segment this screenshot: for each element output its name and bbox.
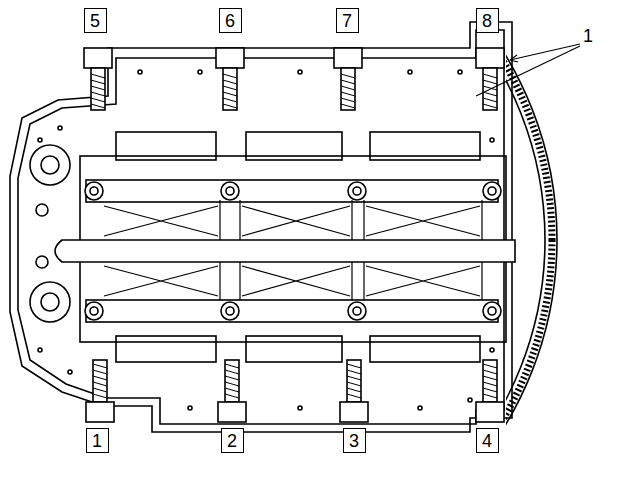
sequence-number: 4 <box>482 431 492 451</box>
cap-bolts <box>85 182 501 320</box>
top-bolts <box>84 48 504 110</box>
sequence-box: 8 <box>476 8 499 33</box>
sequence-number: 6 <box>225 11 235 31</box>
left-bosses <box>30 145 70 322</box>
sequence-box: 7 <box>336 8 359 33</box>
crank-beam <box>55 240 515 262</box>
leader-lines <box>476 44 580 96</box>
pan-outline <box>10 22 512 432</box>
bottom-threads <box>93 364 497 398</box>
gasket <box>18 30 504 424</box>
sequence-number: 8 <box>482 11 492 31</box>
upper-rail <box>86 180 498 202</box>
sequence-box: 2 <box>221 428 244 453</box>
callout-number: 1 <box>582 26 594 46</box>
lower-rail <box>86 300 498 322</box>
sequence-box: 4 <box>476 428 499 453</box>
bottom-bolts <box>86 360 504 422</box>
sequence-box: 6 <box>219 8 242 33</box>
sequence-box: 5 <box>84 8 107 33</box>
top-threads <box>91 74 497 108</box>
sequence-box: 3 <box>343 428 366 453</box>
sequence-box: 1 <box>86 428 109 453</box>
sequence-number: 1 <box>92 431 102 451</box>
sequence-number: 3 <box>349 431 359 451</box>
sequence-number: 2 <box>227 431 237 451</box>
flywheel-ring <box>506 40 557 460</box>
sequence-number: 5 <box>90 11 100 31</box>
sequence-number: 7 <box>342 11 352 31</box>
